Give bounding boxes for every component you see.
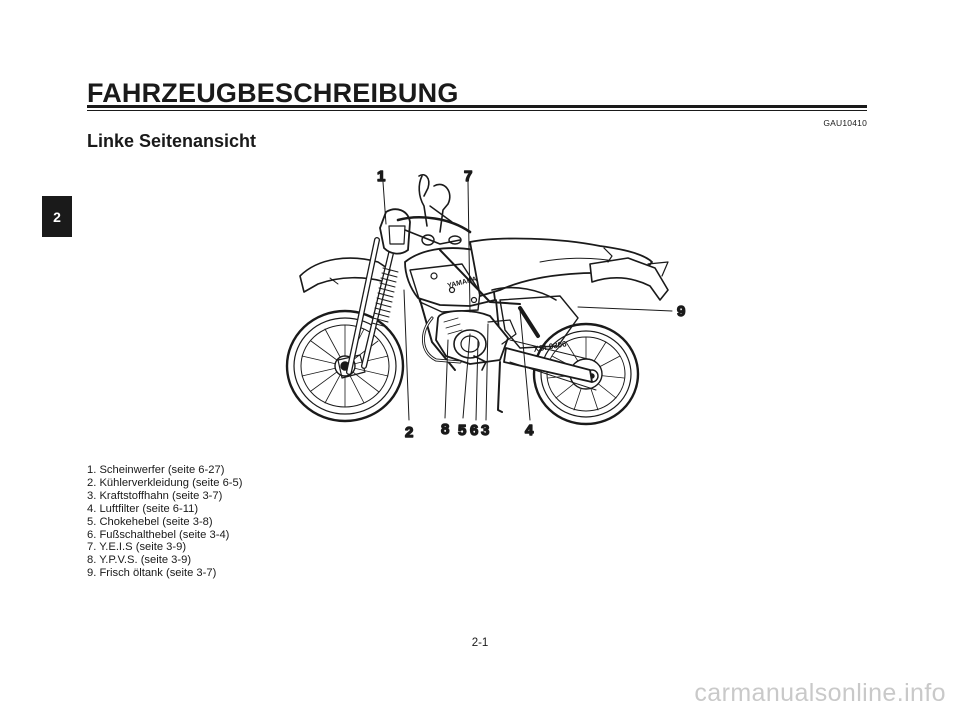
chapter-title: FAHRZEUGBESCHREIBUNG <box>87 78 459 108</box>
chapter-tab: 2 <box>42 196 72 237</box>
page-number: 2-1 <box>471 637 489 649</box>
doc-code: GAU10410 <box>823 118 867 128</box>
parts-list-item: 9. Frisch öltank (seite 3-7) <box>87 567 217 580</box>
callout-5: 5 <box>458 422 466 439</box>
swingarm <box>503 339 597 391</box>
parts-list-item: 1. Scheinwerfer (seite 6-27) <box>87 464 225 476</box>
callout-3: 3 <box>481 422 489 439</box>
parts-list-item: 4. Luftfilter (seite 6-11) <box>87 502 199 515</box>
parts-list-item: 2. Kühlerverkleidung (seite 6-5) <box>87 476 243 489</box>
callout-9: 9 <box>677 303 685 320</box>
headlight-cowl <box>379 208 411 255</box>
callout-4: 4 <box>525 422 534 439</box>
side-stand <box>497 361 503 413</box>
callout-6: 6 <box>470 422 478 439</box>
callout-1: 1 <box>377 168 385 185</box>
parts-list-item: 8. Y.P.V.S. (seite 3-9) <box>87 554 192 567</box>
callout-8: 8 <box>441 421 449 438</box>
handlebar <box>396 173 472 246</box>
parts-list-item: 5. Chokehebel (seite 3-8) <box>87 515 213 528</box>
rear-fender <box>589 257 669 301</box>
parts-list: 1. Scheinwerfer (seite 6-27) 2. Kühlerve… <box>87 464 242 580</box>
parts-list-item: 7. Y.E.I.S (seite 3-9) <box>87 541 187 554</box>
rear-shock <box>518 306 540 338</box>
engine <box>435 310 517 365</box>
parts-list-item: 3. Kraftstoffhahn (seite 3-7) <box>87 489 223 502</box>
section-title: Linke Seitenansicht <box>87 131 257 151</box>
seat <box>469 237 653 297</box>
callout-2: 2 <box>405 424 413 441</box>
front-fork <box>346 237 399 375</box>
fuel-tank <box>404 247 496 307</box>
watermark: carmanualsonline.info <box>694 679 946 707</box>
parts-list-item: 6. Fußschalthebel (seite 3-4) <box>87 528 230 541</box>
side-cover <box>499 295 579 349</box>
front-wheel <box>285 309 405 423</box>
callout-leaders <box>382 181 673 421</box>
front-fender <box>299 257 391 293</box>
title-rule <box>87 105 867 112</box>
callout-7: 7 <box>464 168 472 185</box>
